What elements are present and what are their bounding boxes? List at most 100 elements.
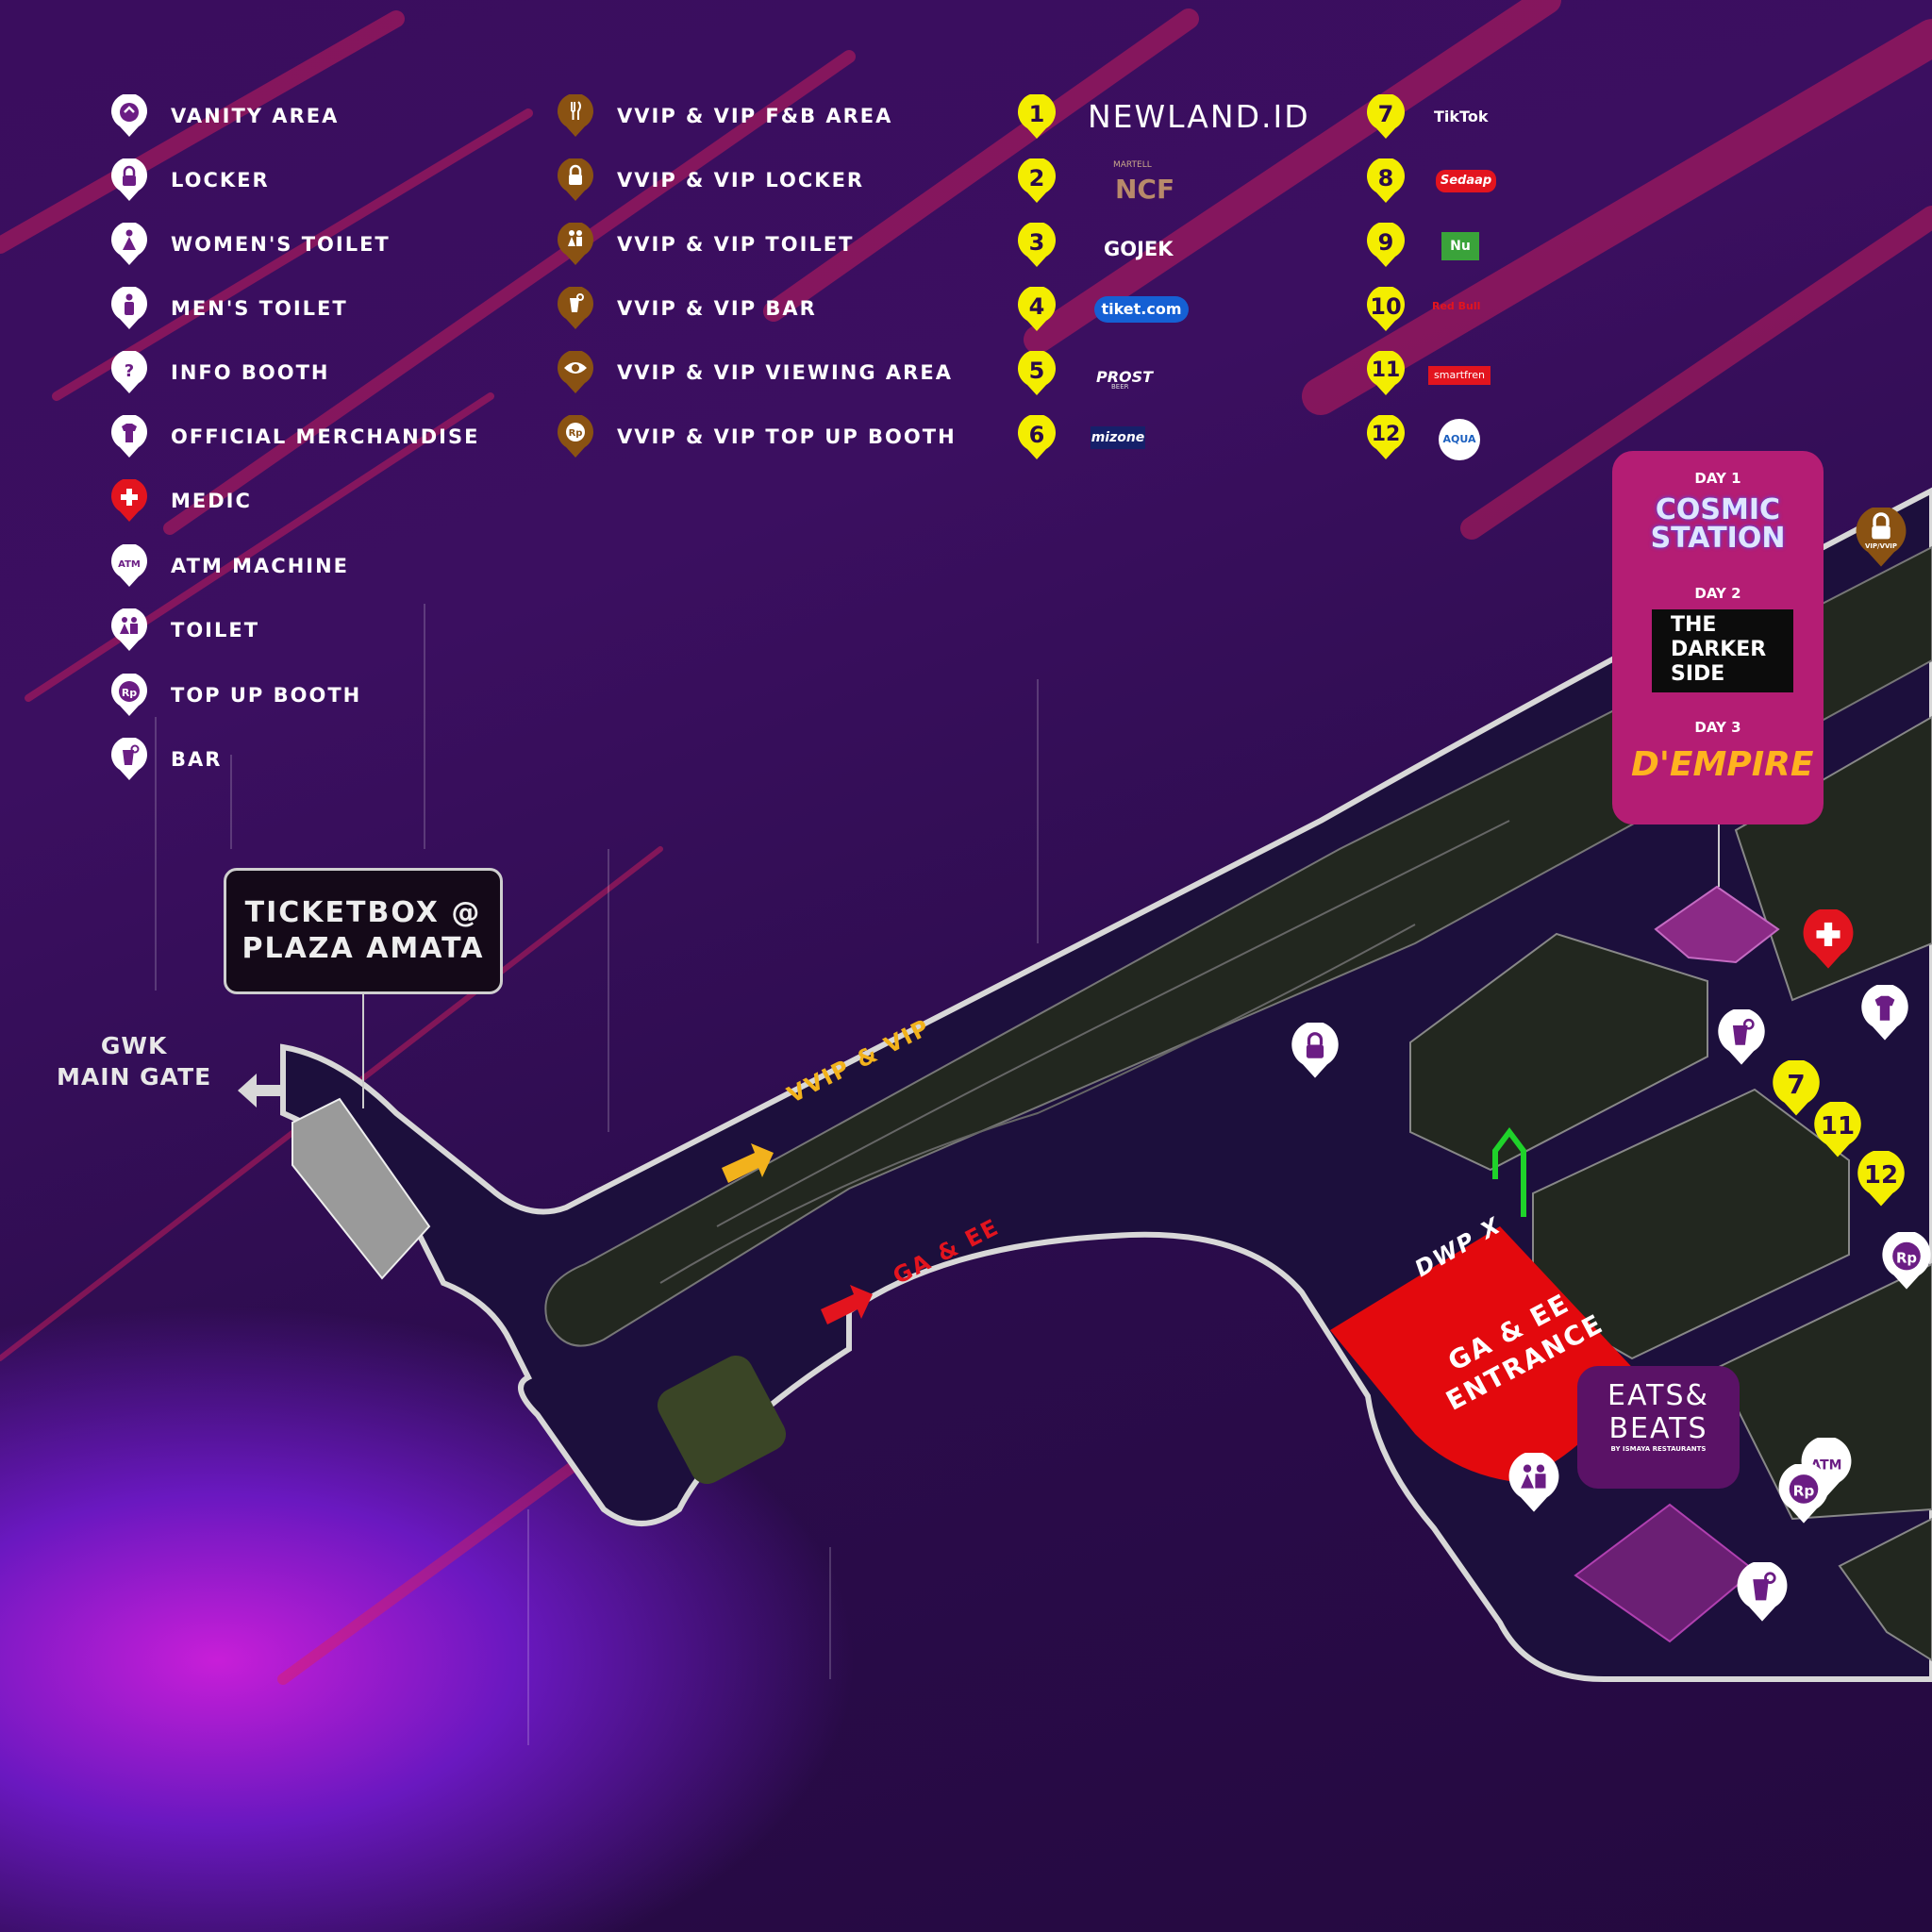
sponsor-number-pin: 2 [1017, 157, 1057, 204]
map-sponsor-pin: 7 [1772, 1058, 1821, 1117]
rp-icon: Rp [110, 674, 148, 717]
terrain-block [1734, 715, 1932, 1002]
legend-item-top-up: Rp TOP UP BOOTH [110, 674, 361, 717]
main-gate-label: GWK MAIN GATE [57, 1032, 212, 1091]
legend-item-vip-locker: VVIP & VIP LOCKER [557, 158, 864, 202]
sponsor-number-pin: 10 [1366, 285, 1406, 332]
legend-label: VVIP & VIP F&B AREA [617, 105, 893, 127]
map-vip-lock-icon: VIP/VVIP [1855, 506, 1907, 572]
legend-label: VVIP & VIP VIEWING AREA [617, 361, 953, 384]
sponsor-number-pin: 4 [1017, 285, 1057, 332]
legend-label: VVIP & VIP BAR [617, 297, 817, 320]
legend-label: VVIP & VIP TOILET [617, 233, 855, 256]
gate-arrow-icon [238, 1074, 283, 1108]
drink-icon [110, 738, 148, 781]
map-lock-icon [1291, 1021, 1340, 1083]
terrain-block [1838, 1517, 1932, 1662]
legend-item-womens-toilet: WOMEN'S TOILET [110, 223, 391, 266]
sponsor-number-pin: 12 [1366, 413, 1406, 460]
stage-logo-dempire: D'EMPIRE [1631, 745, 1814, 784]
sponsor-logo-newland: NEWLAND.ID [1088, 98, 1310, 135]
legend-label: TOILET [171, 619, 260, 641]
legend-item-vip-toilet: VVIP & VIP TOILET [557, 223, 854, 266]
sponsor-logo-sedaap: Sedaap [1436, 170, 1496, 192]
vip-toilet-icon [557, 223, 594, 266]
shirt-icon [110, 415, 148, 458]
legend-label: MEDIC [171, 490, 252, 512]
legend-label: TOP UP BOOTH [171, 684, 362, 707]
question-icon: ? [110, 351, 148, 394]
map-rp-icon: Rp [1777, 1462, 1830, 1528]
legend-label: VVIP & VIP TOP UP BOOTH [617, 425, 957, 448]
terrain-block [1409, 932, 1708, 1172]
sponsor-logo-tiket: tiket.com [1094, 296, 1189, 323]
day-label: DAY 2 [1694, 585, 1741, 602]
legend-item-atm: ATM ATM MACHINE [110, 544, 349, 588]
map-medic-cross-icon [1802, 908, 1855, 974]
vip-bar-icon [557, 287, 594, 330]
map-drink-icon [1736, 1560, 1789, 1626]
svg-text:VIP/VVIP: VIP/VVIP [1865, 542, 1897, 550]
sponsor-number-pin: 3 [1017, 221, 1057, 268]
map-toilet-icon [1507, 1451, 1560, 1517]
svg-text:ATM: ATM [118, 559, 141, 570]
map-drink-icon [1717, 1008, 1766, 1070]
legend-item-vip-bar: VVIP & VIP BAR [557, 287, 817, 330]
sponsor-number-pin: 9 [1366, 221, 1406, 268]
map-shirt-icon [1860, 983, 1909, 1045]
eats-and-beats-badge: EATS& BEATS BY ISMAYA RESTAURANTS [1577, 1366, 1740, 1489]
map-sponsor-pin: 11 [1813, 1100, 1862, 1158]
legend-label: INFO BOOTH [171, 361, 330, 384]
legend-item-merchandise: OFFICIAL MERCHANDISE [110, 415, 479, 458]
vanity-icon [110, 94, 148, 138]
sponsor-logo-redbull: Red Bull [1432, 300, 1481, 312]
sponsor-logo-prost: PROST [1096, 368, 1154, 386]
terrain-block [1715, 1262, 1932, 1521]
sponsor-logo-mizone: mizone [1091, 426, 1145, 449]
day-label: DAY 3 [1694, 719, 1741, 736]
map-sponsor-pin: 12 [1857, 1149, 1906, 1208]
legend-label: VANITY AREA [171, 105, 340, 127]
sponsor-logo-aqua: AQUA [1439, 419, 1480, 460]
legend-item-vip-top-up: Rp VVIP & VIP TOP UP BOOTH [557, 415, 957, 458]
legend-label: ATM MACHINE [171, 555, 350, 577]
sponsor-number-pin: 5 [1017, 349, 1057, 396]
legend-item-vip-viewing: VVIP & VIP VIEWING AREA [557, 351, 953, 394]
legend-item-medic: MEDIC [110, 479, 252, 523]
sponsor-sublabel: BEER [1111, 383, 1129, 391]
legend-item-toilet: TOILET [110, 608, 259, 652]
vip-rp-icon: Rp [557, 415, 594, 458]
legend-item-bar: BAR [110, 738, 222, 781]
svg-text:?: ? [125, 361, 134, 381]
ticketbox-building [291, 1097, 431, 1280]
sponsor-logo-ncf: NCF [1115, 174, 1175, 205]
legend-item-locker: LOCKER [110, 158, 270, 202]
vip-fnb-icon [557, 94, 594, 138]
svg-text:Rp: Rp [122, 687, 137, 699]
svg-text:Rp: Rp [569, 428, 583, 439]
men-toilet-icon [110, 287, 148, 330]
terrain-contour [659, 924, 1416, 1284]
ga-ee-entrance-zone [1330, 1226, 1641, 1481]
legend-label: VVIP & VIP LOCKER [617, 169, 865, 192]
ticketbox-label: TICKETBOX @ PLAZA AMATA [224, 868, 503, 994]
legend-item-vanity: VANITY AREA [110, 94, 339, 138]
women-toilet-icon [110, 223, 148, 266]
stage-pyramid [1654, 885, 1780, 964]
terrain [544, 545, 1932, 1347]
legend-label: BAR [171, 748, 223, 771]
sponsor-number-pin: 11 [1366, 349, 1406, 396]
sponsor-number-pin: 7 [1366, 92, 1406, 140]
green-arch [1492, 1127, 1526, 1217]
legend-label: OFFICIAL MERCHANDISE [171, 425, 480, 448]
day-label: DAY 1 [1694, 470, 1741, 487]
legend-item-vip-fnb: VVIP & VIP F&B AREA [557, 94, 892, 138]
vip-eye-icon [557, 351, 594, 394]
sponsor-logo-smartfren: smartfren [1428, 366, 1491, 385]
svg-text:Rp: Rp [1793, 1482, 1815, 1499]
atm-icon: ATM [110, 544, 148, 588]
